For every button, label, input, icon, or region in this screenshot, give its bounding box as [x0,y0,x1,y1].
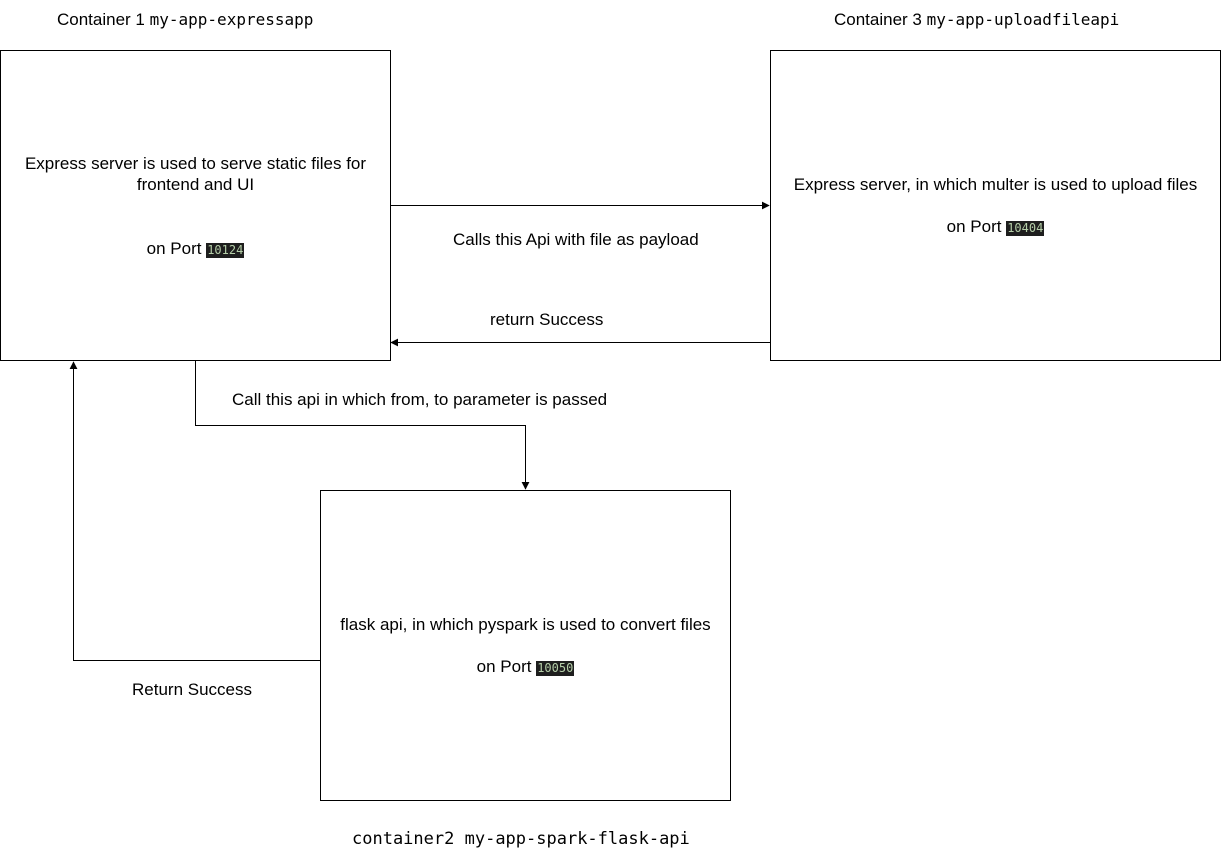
container1-port-label: on Port [146,238,202,258]
container3-title: Container 3 my-app-uploadfileapi [834,10,1119,30]
container3-title-prefix: Container 3 [834,10,922,29]
container1-title-name: my-app-expressapp [149,10,314,29]
container2-title-name: my-app-spark-flask-api [464,829,690,849]
container1-description: Express server is used to serve static f… [24,153,367,194]
container3-port-number: 10404 [1006,221,1045,236]
container1-express-box: Express server is used to serve static f… [0,50,391,361]
container1-port-number: 10124 [206,242,245,258]
edge-label-call-flask-api: Call this api in which from, to paramete… [232,390,608,409]
container2-port-number: 10050 [536,661,575,676]
container3-description: Express server, in which multer is used … [793,175,1198,194]
container3-port-label: on Port [946,217,1002,236]
container2-title: container2 my-app-spark-flask-api [352,829,690,849]
container2-title-prefix: container2 [352,829,455,849]
container2-description: flask api, in which pyspark is used to c… [340,615,711,634]
container2-port-line: on Port 10050 [477,657,575,677]
edge-flask-to-express [69,361,320,661]
container2-port-label: on Port [476,657,532,676]
edge-label-flask-return-success: Return Success [132,680,252,699]
container3-title-name: my-app-uploadfileapi [926,10,1120,29]
edge-label-return-success: return Success [490,310,604,329]
container3-port-line: on Port 10404 [947,217,1045,237]
container2-flask-box: flask api, in which pyspark is used to c… [320,490,731,801]
edge-express-to-flask [195,360,530,490]
container1-port-line: on Port 10124 [147,239,245,259]
container1-title: Container 1 my-app-expressapp [57,10,313,30]
container1-title-prefix: Container 1 [57,10,145,29]
edge-label-calls-api: Calls this Api with file as payload [453,230,699,249]
container3-upload-box: Express server, in which multer is used … [770,50,1221,361]
